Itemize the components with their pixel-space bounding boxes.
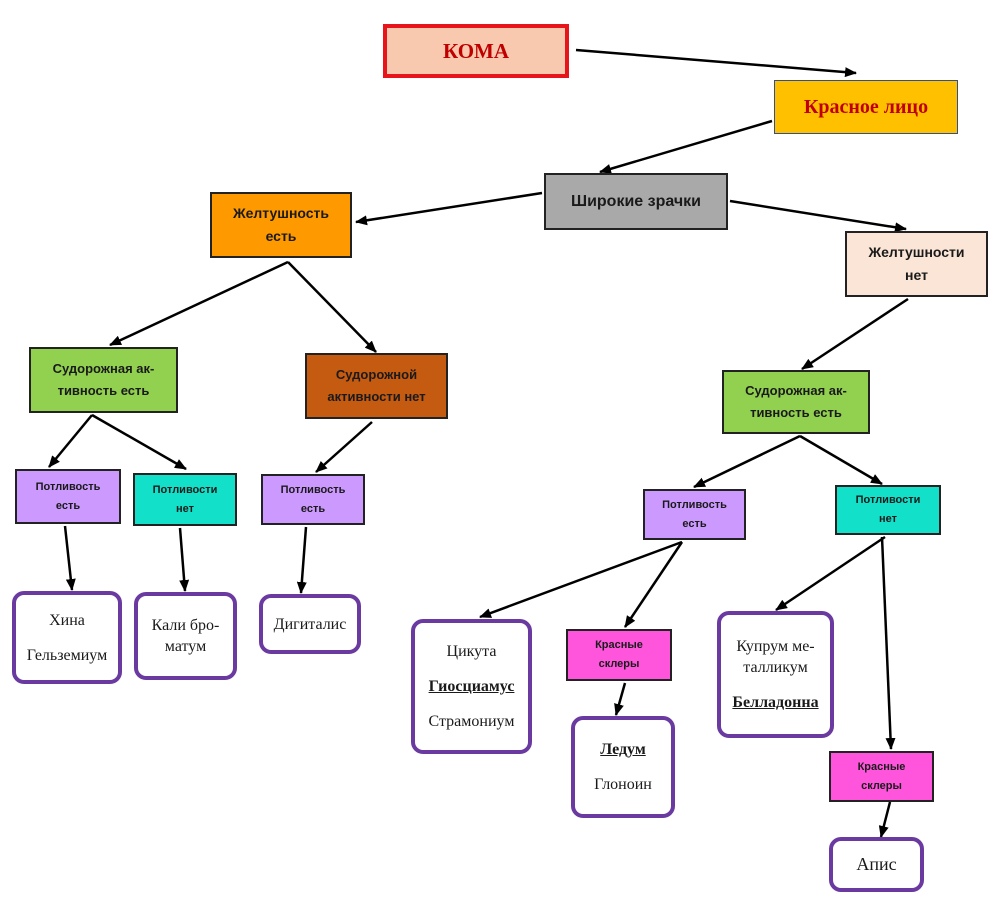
arrow-red-sclera-2-to-apis bbox=[878, 801, 892, 838]
arrow-conv-no-to-sweat-yes-2 bbox=[315, 421, 373, 473]
arrow-wide-pupils-to-jaundice-no bbox=[729, 199, 907, 233]
node-convulsive-yes-right-line-2: тивность есть bbox=[750, 405, 842, 420]
node-sweat-yes-3-line-1: Потливость bbox=[662, 498, 727, 511]
remedy-cuprum-line-1: Купрум ме- bbox=[736, 638, 815, 655]
node-sweat-yes-1-line-2: есть bbox=[55, 499, 81, 512]
arrow-conv-right-to-sweat-yes-3 bbox=[693, 434, 801, 489]
remedy-kali-bromatum: Кали бро- матум bbox=[134, 592, 237, 680]
node-wide-pupils-label: Широкие зрачки bbox=[570, 192, 701, 210]
remedy-cicuta-line-3: Страмониум bbox=[428, 713, 515, 730]
node-red-sclera-2: Красные склеры bbox=[829, 751, 934, 802]
node-convulsive-yes-right: Судорожная ак- тивность есть bbox=[722, 370, 870, 434]
node-convulsive-yes-right-line-1: Судорожная ак- bbox=[745, 383, 847, 398]
remedy-kali-line-1: Кали бро- bbox=[151, 617, 220, 634]
node-red-sclera-1: Красные склеры bbox=[566, 629, 672, 681]
remedy-cicuta-line-2: Гиосциамус bbox=[428, 678, 515, 695]
remedy-cicuta-line-1: Цикута bbox=[446, 643, 497, 660]
node-convulsive-yes-left-line-2: тивность есть bbox=[57, 383, 150, 398]
node-jaundice-yes: Желтушность есть bbox=[210, 192, 352, 258]
node-sweat-yes-2-line-2: есть bbox=[300, 502, 326, 515]
node-wide-pupils: Широкие зрачки bbox=[544, 173, 728, 230]
node-convulsive-no-line-2: активности нет bbox=[327, 389, 426, 404]
remedy-digitalis: Дигиталис bbox=[259, 594, 361, 654]
arrow-sweat-no-2-to-red-sclera-2 bbox=[880, 536, 896, 750]
node-red-face: Красное лицо bbox=[774, 80, 958, 134]
remedy-china-gelsemium: Хина Гельземиум bbox=[12, 591, 122, 684]
node-jaundice-no-line-2: нет bbox=[905, 267, 928, 283]
node-coma-label: КОМА bbox=[442, 38, 510, 63]
arrow-wide-pupils-to-jaundice-yes bbox=[355, 191, 543, 226]
remedy-cuprum-line-2: талликум bbox=[743, 659, 808, 676]
node-jaundice-no: Желтушности нет bbox=[845, 231, 988, 297]
arrow-jaundice-no-to-conv-yes bbox=[801, 297, 909, 371]
arrow-red-face-to-wide-pupils bbox=[599, 119, 773, 174]
remedy-apis: Апис bbox=[829, 837, 924, 892]
remedy-china-line-2: Гельземиум bbox=[26, 646, 108, 664]
node-sweat-no-1: Потливости нет bbox=[133, 473, 237, 526]
node-red-face-label: Красное лицо bbox=[803, 95, 929, 118]
node-coma: КОМА bbox=[383, 24, 569, 78]
node-sweat-yes-2-line-1: Потливость bbox=[280, 483, 346, 496]
node-sweat-no-2-line-1: Потливости bbox=[855, 494, 921, 506]
arrow-sweat-yes-1-to-china bbox=[63, 525, 76, 591]
remedy-china-line-1: Хина bbox=[49, 611, 85, 629]
node-sweat-no-1-line-1: Потливости bbox=[152, 483, 218, 496]
arrow-jaundice-yes-to-conv-no bbox=[287, 261, 377, 353]
node-sweat-yes-3: Потливость есть bbox=[643, 489, 746, 540]
node-sweat-yes-1-line-1: Потливость bbox=[35, 480, 101, 493]
arrow-sweat-no-2-to-cuprum bbox=[775, 535, 886, 612]
remedy-cuprum-group: Купрум ме- талликум Белладонна bbox=[717, 611, 834, 738]
node-jaundice-no-line-1: Желтушности bbox=[868, 244, 965, 260]
node-sweat-yes-2: Потливость есть bbox=[261, 474, 365, 525]
node-sweat-no-2-line-2: нет bbox=[878, 513, 897, 525]
node-jaundice-yes-line-1: Желтушность bbox=[232, 205, 330, 221]
node-jaundice-yes-line-2: есть bbox=[265, 228, 297, 244]
remedy-ledum-line-1: Ледум bbox=[600, 741, 646, 758]
remedy-ledum-group: Ледум Глоноин bbox=[571, 716, 675, 818]
remedy-apis-label: Апис bbox=[856, 854, 897, 874]
arrow-conv-right-to-sweat-no-2 bbox=[799, 434, 883, 486]
node-sweat-yes-3-line-2: есть bbox=[682, 517, 707, 530]
node-sweat-no-1-line-2: нет bbox=[175, 502, 194, 515]
arrow-sweat-yes-2-to-digitalis bbox=[296, 526, 308, 594]
remedy-cicuta-group: Цикута Гиосциамус Страмониум bbox=[411, 619, 532, 754]
arrow-red-sclera-1-to-ledum bbox=[614, 682, 627, 716]
remedy-kali-line-2: матум bbox=[164, 638, 207, 655]
remedy-cuprum-line-3: Белладонна bbox=[732, 694, 819, 711]
arrow-sweat-no-1-to-kali bbox=[178, 527, 190, 592]
arrow-sweat-yes-3-to-cicuta bbox=[479, 540, 683, 619]
arrow-jaundice-yes-to-conv-yes bbox=[109, 260, 289, 347]
node-convulsive-no-line-1: Судорожной bbox=[335, 367, 418, 382]
node-sweat-yes-1: Потливость есть bbox=[15, 469, 121, 524]
arrow-sweat-yes-3-to-red-sclera-1 bbox=[623, 541, 684, 628]
node-convulsive-yes-left-line-1: Судорожная ак- bbox=[52, 361, 155, 376]
node-red-sclera-2-line-1: Красные bbox=[857, 760, 906, 773]
remedy-ledum-line-2: Глоноин bbox=[594, 776, 652, 793]
node-sweat-no-2: Потливости нет bbox=[835, 485, 941, 535]
node-red-sclera-1-line-1: Красные bbox=[595, 639, 643, 651]
arrow-conv-yes-to-sweat-no-1 bbox=[91, 413, 187, 471]
arrow-coma-to-red-face bbox=[575, 48, 857, 78]
node-convulsive-no: Судорожной активности нет bbox=[305, 353, 448, 419]
arrow-conv-yes-to-sweat-yes-1 bbox=[48, 414, 93, 468]
remedy-digitalis-label: Дигиталис bbox=[273, 615, 347, 633]
node-red-sclera-2-line-2: склеры bbox=[861, 779, 902, 792]
node-convulsive-yes-left: Судорожная ак- тивность есть bbox=[29, 347, 178, 413]
node-red-sclera-1-line-2: склеры bbox=[598, 658, 640, 670]
